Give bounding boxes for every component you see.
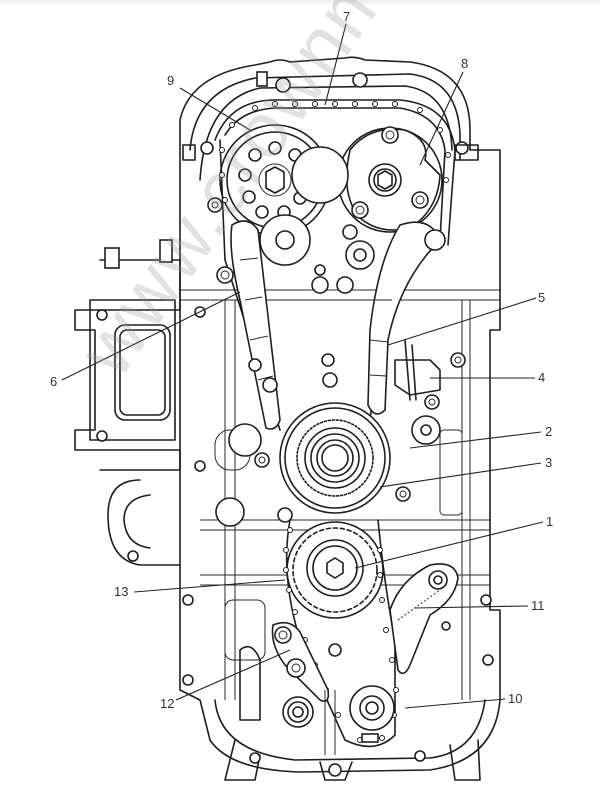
- callout-2: 2: [545, 424, 552, 439]
- leader-7: [324, 23, 347, 106]
- callout-11: 11: [531, 598, 545, 613]
- left-bracket: [74, 239, 206, 566]
- leader-12: [175, 649, 291, 701]
- callout-5: 5: [538, 290, 545, 305]
- callout-7: 7: [343, 9, 350, 24]
- tensioner-arm-guide: [367, 221, 446, 415]
- callout-12: 12: [160, 696, 174, 711]
- chain-tensioner: [394, 339, 466, 410]
- leader-1: [354, 521, 544, 569]
- callout-4: 4: [538, 370, 545, 385]
- callout-10: 10: [508, 691, 522, 706]
- leader-2: [409, 431, 542, 449]
- exhaust-cam-phaser: [337, 126, 443, 240]
- leader-5: [387, 297, 537, 346]
- idler-gears: [259, 146, 375, 294]
- top-edge-shadow: [0, 0, 600, 6]
- callout-8: 8: [461, 56, 468, 71]
- crankshaft-sprocket: [254, 353, 441, 523]
- oil-pump-sprocket: [349, 685, 395, 743]
- leader-9: [179, 87, 251, 131]
- front-cover-housing: [179, 56, 501, 781]
- callout-1: 1: [546, 514, 553, 529]
- leader-8: [419, 71, 464, 166]
- leader-13: [133, 579, 286, 593]
- upper-timing-chain: [214, 99, 456, 431]
- fixed-chain-guide: [207, 197, 281, 430]
- callout-labels: 1 2 3 4 5 6 7 8 9 10 11 12 13: [50, 9, 553, 711]
- lower-drive-sprocket: [286, 521, 384, 619]
- leader-10: [404, 698, 506, 709]
- lower-chain-guide: [239, 621, 342, 755]
- leader-11: [414, 605, 529, 609]
- leader-3: [379, 462, 542, 488]
- callout-9: 9: [167, 73, 174, 88]
- oil-pump-chain-tensioner: [389, 563, 459, 675]
- callout-leaders: [61, 23, 544, 709]
- callout-6: 6: [50, 374, 57, 389]
- leader-6: [61, 291, 241, 381]
- callout-3: 3: [545, 455, 552, 470]
- callout-13: 13: [114, 584, 128, 599]
